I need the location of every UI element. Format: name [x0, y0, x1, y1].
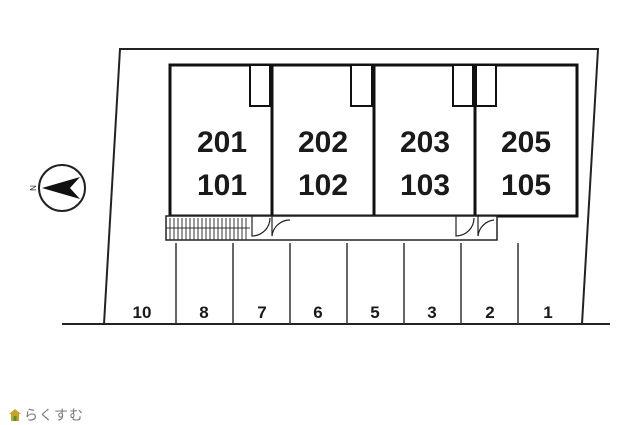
parking-space-label: 10 [133, 303, 152, 322]
stairs [166, 218, 250, 240]
parking-space-label: 8 [199, 303, 208, 322]
parking-space-label: 3 [427, 303, 436, 322]
building [168, 63, 579, 218]
north-label: N [29, 185, 38, 191]
notch-1 [249, 64, 271, 107]
door-swings [251, 216, 495, 237]
parking-space-label: 1 [543, 303, 552, 322]
north-compass-icon: N [29, 164, 86, 212]
logo-text: らくすむ [24, 408, 84, 424]
notch-2 [350, 64, 373, 107]
parking-space-label: 6 [313, 303, 322, 322]
unit-4-lower-label: 105 [501, 169, 551, 202]
logo: らくすむ [9, 406, 84, 424]
unit-2-upper-label: 202 [298, 126, 348, 159]
unit-3-upper-label: 203 [400, 126, 450, 159]
unit-2-lower-label: 102 [298, 169, 348, 202]
lot-boundary [103, 48, 600, 325]
unit-labels: 201 101 202 102 203 103 205 105 [197, 126, 551, 202]
house-icon [9, 409, 21, 421]
parking-labels: 10 8 7 6 5 3 2 1 [133, 303, 553, 322]
parking-space-label: 2 [485, 303, 494, 322]
unit-4-upper-label: 205 [501, 126, 551, 159]
notch-3 [452, 64, 474, 107]
parking-space-label: 7 [257, 303, 266, 322]
notch-4 [475, 64, 497, 107]
unit-1-upper-label: 201 [197, 126, 247, 159]
unit-3-lower-label: 103 [400, 169, 450, 202]
unit-1-lower-label: 101 [197, 169, 247, 202]
parking-space-label: 5 [370, 303, 379, 322]
parking-dividers [175, 243, 519, 324]
